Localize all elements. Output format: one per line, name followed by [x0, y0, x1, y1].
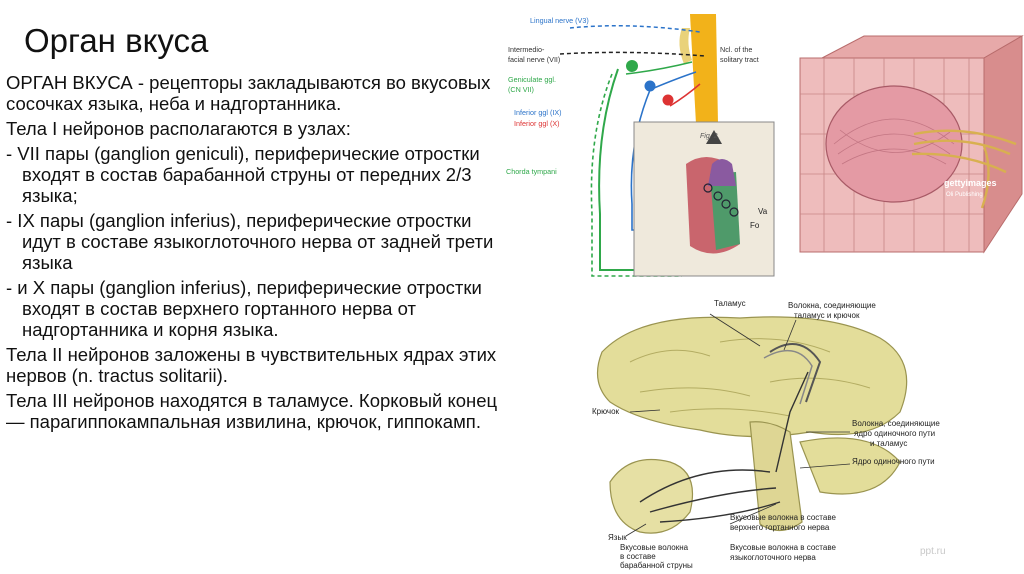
bullet-x: - и X пары (ganglion inferius), перифери… [6, 277, 482, 340]
tongue-shape [609, 458, 694, 534]
glosso-fibers-label-2: языкоглоточного нерва [730, 553, 816, 562]
chorda-tympani-label: Chorda tympani [506, 167, 557, 176]
site-watermark: ppt.ru [920, 546, 946, 557]
glosso-fibers-label-1: Вкусовые волокна в составе [730, 543, 836, 552]
second-neurons-paragraph: Тела II нейронов заложены в чувствительн… [6, 344, 497, 386]
taste-bud-figure: gettyimages Oli Publishing [799, 35, 1024, 254]
va-label: Va [758, 207, 768, 216]
fibers-nucleus-label-1: Волокна, соединяющие [852, 419, 940, 428]
chorda-fibers-label-2: в составе [620, 552, 656, 561]
lingual-nerve-label: Lingual nerve (V3) [530, 16, 589, 25]
geniculate-ganglion [626, 60, 638, 72]
fig-label: Fig. 2. [700, 133, 720, 140]
fibers-thalamus-label-2: таламус и крючок [794, 311, 860, 320]
cerebrum-shape [596, 316, 908, 438]
solitary-nucleus-label: Ядро одиночного пути [852, 457, 935, 466]
getty-credit: Oli Publishing [946, 192, 983, 198]
geniculate-label-1: Geniculate ggl. [508, 75, 556, 84]
getty-watermark: gettyimages [944, 178, 997, 188]
ncl-label-2: solitary tract [720, 55, 759, 64]
intro-paragraph: ОРГАН ВКУСА - рецепторы закладываются во… [6, 72, 491, 114]
fibers-nucleus-label-2: ядро одиночного пути [854, 429, 935, 438]
hook-label: Крючок [592, 407, 620, 416]
intermedio-label-2: facial nerve (VII) [508, 55, 560, 64]
brainstem-shape [690, 14, 718, 124]
chorda-fibers-label-1: Вкусовые волокна [620, 543, 689, 552]
slide-title: Орган вкуса [24, 22, 209, 59]
cerebellum-shape [799, 437, 901, 495]
taste-bud [825, 85, 963, 203]
ncl-label-1: Ncl. of the [720, 45, 752, 54]
fibers-thalamus-label-1: Волокна, соединяющие [788, 301, 876, 310]
fo-label: Fo [750, 221, 760, 230]
inferior-ix-label: Inferior ggl (IX) [514, 108, 562, 117]
brain-pathway-figure: Таламус Волокна, соединяющие таламус и к… [580, 292, 1020, 572]
fibers-nucleus-label-3: и таламус [870, 439, 907, 448]
larynx-fibers-label-1: Вкусовые волокна в составе [730, 513, 836, 522]
third-neurons-paragraph: Тела III нейронов находятся в таламусе. … [6, 390, 498, 432]
slide-body: ОРГАН ВКУСА - рецепторы закладываются во… [6, 72, 498, 436]
inferior-ganglion-x [662, 94, 674, 106]
thalamus-label: Таламус [714, 299, 746, 308]
bullet-ix: - IX пары (ganglion inferius), периферич… [6, 210, 494, 273]
inferior-x-label: Inferior ggl (X) [514, 119, 560, 128]
larynx-fibers-label-2: верхнего гортанного нерва [730, 523, 830, 532]
brainstem-shape [749, 421, 803, 532]
tongue-label: Язык [608, 533, 627, 542]
first-neurons-heading: Тела I нейронов располагаются в узлах: [6, 118, 351, 139]
inferior-ganglion-ix [644, 80, 656, 92]
intermedio-label-1: Intermedio- [508, 45, 545, 54]
chorda-fibers-label-3: барабанной струны [620, 561, 693, 570]
nerve-pathway-figure: Fig. 2. Va Fo Lingual nerve (V3) Interme… [500, 14, 782, 280]
bullet-vii: - VII пары (ganglion geniculi), перифери… [6, 143, 480, 206]
geniculate-label-2: (CN VII) [508, 85, 534, 94]
tongue-root [708, 159, 736, 186]
